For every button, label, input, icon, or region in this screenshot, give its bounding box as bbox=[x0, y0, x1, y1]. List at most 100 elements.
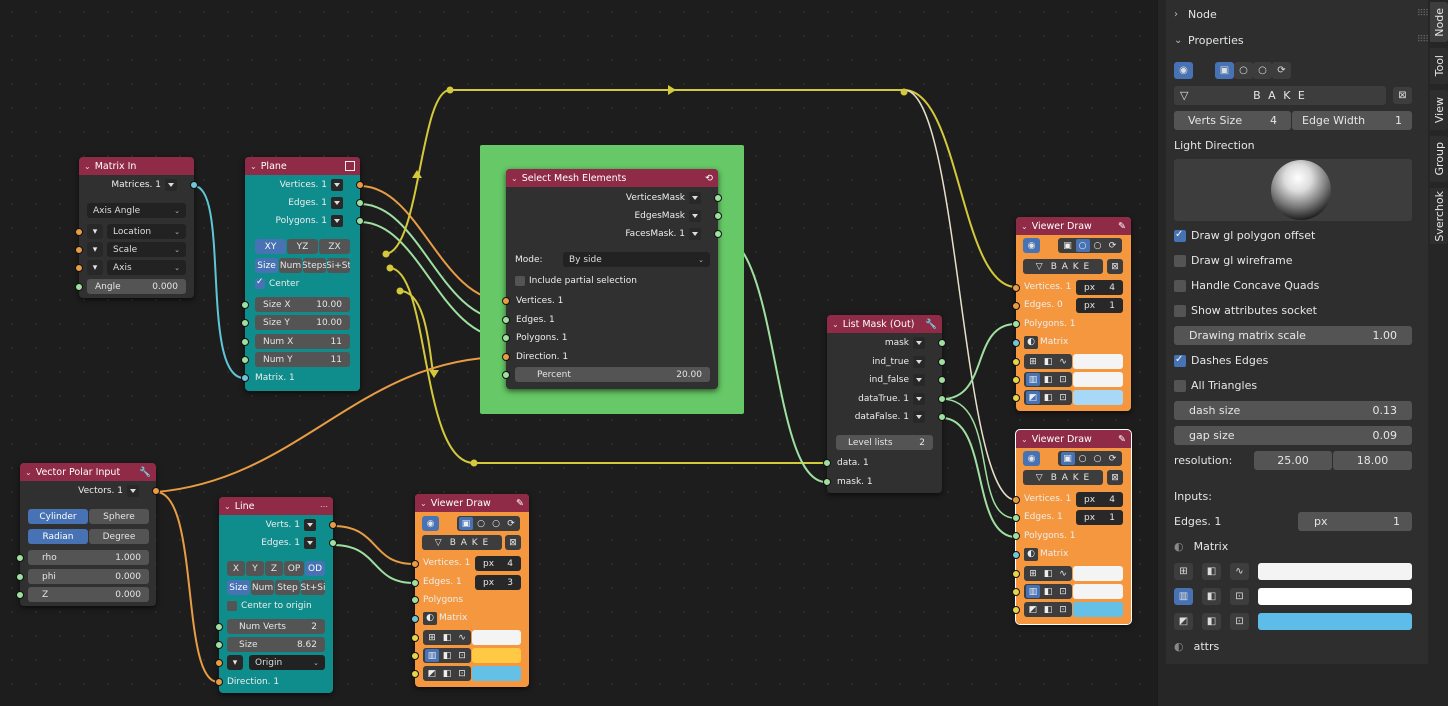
input-socket-edges[interactable] bbox=[1012, 302, 1020, 310]
socket-menu[interactable] bbox=[331, 179, 343, 191]
vertex-color-swatch[interactable] bbox=[1258, 563, 1412, 580]
target-icon[interactable]: ⊠ bbox=[505, 535, 521, 550]
center-checkbox[interactable]: Center bbox=[245, 276, 360, 292]
socket-menu[interactable] bbox=[913, 356, 925, 368]
all-triangles-checkbox[interactable]: All Triangles bbox=[1174, 379, 1257, 392]
input-socket-vertex-color[interactable] bbox=[1012, 358, 1020, 366]
direction-z[interactable]: Z bbox=[265, 561, 283, 576]
socket-menu[interactable] bbox=[689, 192, 701, 204]
polygon-color-swatch[interactable] bbox=[472, 666, 521, 681]
shade-icon[interactable]: ◧ bbox=[1202, 613, 1221, 630]
pencil-icon[interactable]: ✎ bbox=[1118, 433, 1126, 445]
edge-icon[interactable]: ▥ bbox=[1174, 588, 1193, 605]
target-icon[interactable]: ⊠ bbox=[1107, 470, 1123, 485]
output-socket-edges-mask[interactable] bbox=[714, 212, 722, 220]
drag-handle-icon[interactable]: ⋯ bbox=[320, 501, 328, 511]
mode-num[interactable]: Num bbox=[279, 258, 302, 273]
center-to-origin-checkbox[interactable]: Center to origin bbox=[219, 598, 333, 614]
vertex-icon[interactable]: ⊞ bbox=[1029, 568, 1037, 579]
input-socket-num-x[interactable] bbox=[241, 338, 249, 346]
node-header[interactable]: ⌄Vector Polar Input🔧 bbox=[20, 463, 156, 481]
input-socket-edges[interactable] bbox=[1012, 514, 1020, 522]
input-socket-polygon-color[interactable] bbox=[1012, 606, 1020, 614]
input-socket-angle[interactable] bbox=[75, 283, 83, 291]
dashes-edges-checkbox[interactable]: Dashes Edges bbox=[1174, 354, 1268, 367]
input-socket-polygons[interactable] bbox=[1012, 320, 1020, 328]
vertex-icon[interactable]: ⊞ bbox=[428, 632, 436, 643]
socket-menu[interactable] bbox=[689, 210, 701, 222]
circle-icon[interactable]: ○ bbox=[1093, 453, 1102, 464]
collapse-icon[interactable]: ⌄ bbox=[420, 498, 427, 508]
input-socket-size[interactable] bbox=[215, 641, 223, 649]
face-icon[interactable]: ◩ bbox=[427, 668, 437, 679]
checkbox[interactable] bbox=[1174, 354, 1186, 367]
circle-icon[interactable]: ○ bbox=[1075, 239, 1090, 252]
shade-icon[interactable]: ◧ bbox=[1043, 392, 1053, 403]
input-socket-z[interactable] bbox=[16, 591, 24, 599]
origin-socket-menu[interactable]: ▾ bbox=[227, 655, 243, 670]
output-socket-data-true[interactable] bbox=[938, 395, 946, 403]
output-socket-ind-false[interactable] bbox=[938, 376, 946, 384]
circle-icon[interactable]: ○ bbox=[1078, 453, 1087, 464]
attributes-socket-checkbox[interactable]: Show attributes socket bbox=[1174, 304, 1317, 317]
node-list-mask-out[interactable]: ⌄List Mask (Out)🔧 mask ind_true ind_fals… bbox=[823, 315, 946, 493]
pattern-icon[interactable]: ⊡ bbox=[1059, 374, 1067, 385]
input-socket-polygons[interactable] bbox=[1012, 532, 1020, 540]
shade-icon[interactable]: ◧ bbox=[1043, 604, 1053, 615]
direction-od[interactable]: OD bbox=[305, 561, 325, 576]
collapse-icon[interactable]: ⌄ bbox=[1021, 434, 1028, 444]
pattern-icon[interactable]: ⊡ bbox=[1059, 392, 1067, 403]
node-matrix-in[interactable]: ⌄Matrix In Matrices. 1 Axis Angle⌄ ▾ Loc… bbox=[75, 157, 198, 298]
mode-select[interactable]: By side⌄ bbox=[563, 252, 710, 267]
polygon-color-swatch[interactable] bbox=[1073, 602, 1123, 617]
draw-mode-group[interactable]: ▣○○⟳ bbox=[1058, 238, 1122, 253]
vertex-options[interactable]: ⊞◧∿ bbox=[1024, 354, 1072, 369]
collapse-icon[interactable]: ⌄ bbox=[224, 501, 231, 511]
scale-socket-menu[interactable]: ▾ bbox=[87, 242, 103, 257]
axis-socket-menu[interactable]: ▾ bbox=[87, 260, 103, 275]
direction-op[interactable]: OP bbox=[284, 561, 304, 576]
draw-polygon-offset-checkbox[interactable]: Draw gl polygon offset bbox=[1174, 229, 1315, 242]
vertex-icon[interactable]: ⊞ bbox=[1029, 356, 1037, 367]
refresh-icon[interactable]: ⟲ bbox=[705, 172, 713, 184]
edge-options[interactable]: ▥◧⊡ bbox=[423, 648, 471, 663]
output-socket-data-false[interactable] bbox=[938, 413, 946, 421]
face-icon[interactable]: ◩ bbox=[1028, 604, 1038, 615]
collapse-icon[interactable]: ⌄ bbox=[84, 161, 91, 171]
node-header[interactable]: ⌄Matrix In bbox=[79, 157, 194, 175]
pattern-icon[interactable]: ⊡ bbox=[458, 650, 466, 661]
input-socket-axis[interactable] bbox=[75, 264, 83, 272]
input-socket-mask[interactable] bbox=[823, 478, 831, 486]
node-header[interactable]: ⌄List Mask (Out)🔧 bbox=[827, 315, 942, 333]
input-socket-matrix[interactable] bbox=[241, 374, 249, 382]
input-socket-polygon-color[interactable] bbox=[411, 670, 419, 678]
checkbox[interactable] bbox=[227, 601, 237, 611]
node-header[interactable]: ⌄Select Mesh Elements⟲ bbox=[506, 169, 718, 187]
collapse-icon[interactable]: ⌄ bbox=[1021, 221, 1028, 231]
face-icon[interactable]: ◩ bbox=[1174, 613, 1193, 630]
tab-tool[interactable]: Tool bbox=[1430, 48, 1448, 84]
input-socket-edge-color[interactable] bbox=[411, 652, 419, 660]
direction-xy[interactable]: XY bbox=[255, 239, 286, 254]
link-icon[interactable]: ⟳ bbox=[1272, 62, 1291, 79]
input-socket-vertices[interactable] bbox=[1012, 496, 1020, 504]
cube-icon[interactable]: ▣ bbox=[1060, 452, 1075, 465]
input-socket-num-y[interactable] bbox=[241, 356, 249, 364]
edge-options[interactable]: ▥◧⊡ bbox=[1024, 584, 1072, 599]
edge-color-swatch[interactable] bbox=[1073, 584, 1123, 599]
checkbox[interactable] bbox=[1174, 279, 1186, 292]
shade-icon[interactable]: ◧ bbox=[1043, 374, 1053, 385]
input-socket-edges[interactable] bbox=[502, 316, 510, 324]
curve-icon[interactable]: ∿ bbox=[1230, 563, 1249, 580]
socket-menu[interactable] bbox=[165, 179, 177, 191]
edge-options[interactable]: ▥◧⊡ bbox=[1024, 372, 1072, 387]
pattern-icon[interactable]: ⊡ bbox=[1230, 613, 1249, 630]
output-socket-vertices-mask[interactable] bbox=[714, 194, 722, 202]
input-socket-location[interactable] bbox=[75, 228, 83, 236]
